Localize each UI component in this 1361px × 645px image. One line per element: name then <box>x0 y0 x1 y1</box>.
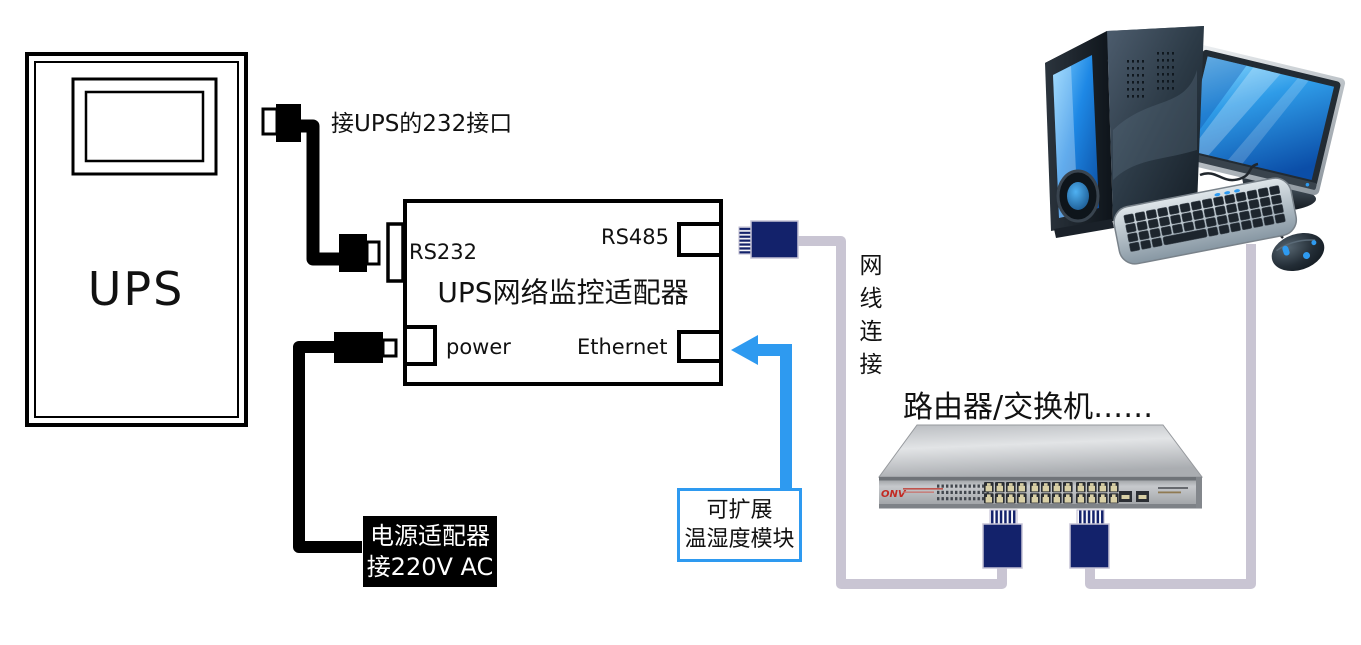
power-plug-body <box>334 332 383 363</box>
adapter-box <box>386 199 723 386</box>
router-switch-annotation: 路由器/交换机…… <box>903 390 1154 425</box>
rs232-port <box>386 222 405 283</box>
serial-plug2-body <box>339 234 367 272</box>
rs485-port <box>677 222 723 257</box>
ethernet-port <box>677 330 723 363</box>
serial-plug2-tip <box>365 240 381 266</box>
switch-image: ONV <box>878 424 1203 509</box>
sensor-module-line2: 温湿度模块 <box>684 527 795 552</box>
cable-adapter-to-switch <box>796 236 1007 589</box>
power-adapter-box: 电源适配器 接220V AC <box>363 516 497 587</box>
sensor-module-box: 可扩展 温湿度模块 <box>677 488 802 562</box>
ups-label: UPS <box>87 262 185 316</box>
rs232-cable <box>261 104 381 272</box>
serial-plug-body <box>276 104 301 142</box>
cable-computer-to-switch <box>1085 244 1256 589</box>
adapter-title: UPS网络监控适配器 <box>437 276 689 309</box>
power-cable <box>293 332 398 553</box>
mouse <box>1271 232 1325 272</box>
sfp-ports <box>1119 491 1149 502</box>
tower <box>1045 26 1204 238</box>
monitor <box>1173 45 1346 195</box>
net-cable-annotation: 网线连接 <box>855 253 881 385</box>
ethernet-port-label: Ethernet <box>577 335 668 359</box>
sensor-arrow <box>731 335 792 490</box>
power-adapter-line1: 电源适配器 <box>370 522 490 550</box>
power-port <box>403 325 437 366</box>
ups-cabinet <box>25 52 248 427</box>
rs485-rj45-plug <box>738 220 799 259</box>
ups-232-annotation: 接UPS的232接口 <box>331 111 513 137</box>
keyboard <box>1113 177 1298 265</box>
rs485-port-label: RS485 <box>601 225 670 249</box>
switch-rj45-plugs <box>982 509 1110 569</box>
switch-brand-logo: ONV <box>881 489 907 500</box>
sensor-module-line1: 可扩展 <box>706 498 773 523</box>
rs232-port-label: RS232 <box>409 240 478 264</box>
computer-image <box>1045 26 1346 272</box>
serial-plug-tip <box>261 107 279 136</box>
power-port-label: power <box>446 335 511 359</box>
power-plug-tip <box>381 338 398 358</box>
power-adapter-line2: 接220V AC <box>366 553 494 581</box>
network-cables <box>796 236 1256 589</box>
